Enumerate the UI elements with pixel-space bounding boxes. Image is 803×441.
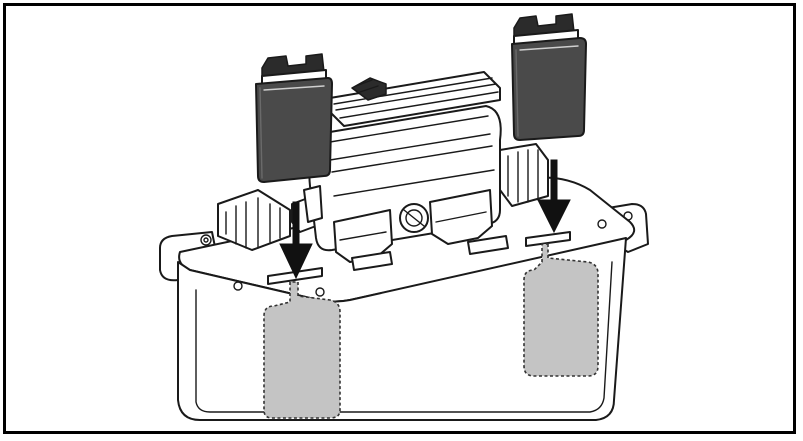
target-zone-left <box>263 281 341 419</box>
arrow-left-icon <box>279 201 313 280</box>
slot-right <box>525 231 571 247</box>
clip-left <box>255 53 333 183</box>
din-rail-bracket <box>303 71 509 271</box>
cable-gland-right <box>499 143 549 207</box>
arrow-right-icon <box>537 159 571 234</box>
target-zone-right <box>523 243 599 377</box>
clip-right <box>511 13 587 141</box>
